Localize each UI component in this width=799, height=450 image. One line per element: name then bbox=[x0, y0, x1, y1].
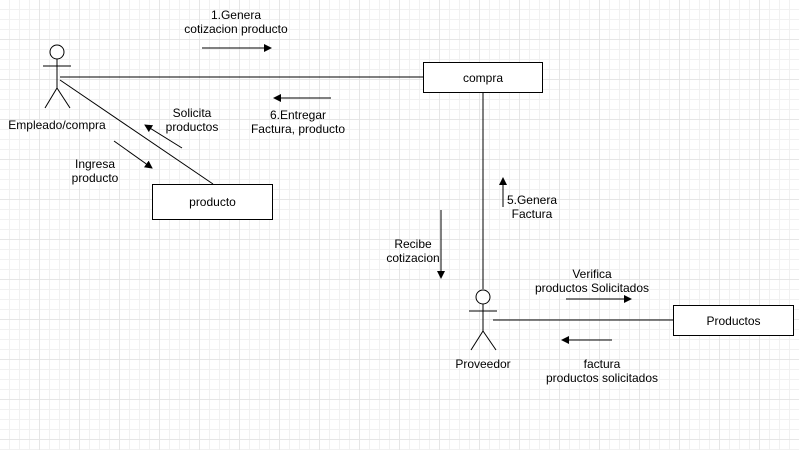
message-line-2: cotizacion producto bbox=[184, 22, 288, 36]
arrow-solicita-productos bbox=[144, 124, 183, 149]
productos-box[interactable]: Productos bbox=[673, 305, 794, 336]
message-line-1: Solicita bbox=[172, 106, 212, 120]
message-entregar-factura: 6.Entregar Factura, producto bbox=[238, 108, 358, 136]
message-solicita-productos: Solicita productos bbox=[152, 106, 232, 134]
message-line-2: producto bbox=[71, 171, 119, 185]
actor-proveedor-figure bbox=[469, 289, 497, 351]
actor-empleado-figure bbox=[43, 44, 71, 109]
message-line-1: Ingresa bbox=[74, 157, 116, 171]
message-line-1: 5.Genera bbox=[506, 193, 558, 207]
message-line-2: Factura bbox=[511, 207, 553, 221]
message-line-1: 6.Entregar bbox=[269, 108, 327, 122]
link-empleado-producto bbox=[59, 79, 214, 185]
compra-box[interactable]: compra bbox=[423, 62, 543, 93]
producto-box[interactable]: producto bbox=[152, 184, 273, 220]
message-factura-productos: factura productos solicitados bbox=[537, 357, 667, 385]
message-genera-factura: 5.Genera Factura bbox=[500, 193, 564, 221]
message-line-2: productos bbox=[165, 120, 219, 134]
message-verifica-productos: Verifica productos Solicitados bbox=[527, 267, 657, 295]
message-line-1: factura bbox=[583, 357, 621, 371]
actor-proveedor-label: Proveedor bbox=[455, 357, 511, 371]
message-genera-cotizacion: 1.Genera cotizacion producto bbox=[176, 8, 296, 36]
message-recibe-cotizacion: Recibe cotizacion bbox=[373, 237, 453, 265]
actor-empleado-label: Empleado/compra bbox=[8, 118, 106, 132]
message-line-2: Factura, producto bbox=[250, 122, 346, 136]
message-line-2: productos Solicitados bbox=[534, 281, 650, 295]
message-line-2: cotizacion bbox=[386, 251, 440, 265]
message-line-1: Recibe bbox=[394, 237, 432, 251]
message-line-2: productos solicitados bbox=[545, 371, 659, 385]
message-line-1: 1.Genera bbox=[210, 8, 262, 22]
message-line-1: Verifica bbox=[572, 267, 612, 281]
message-ingresa-producto: Ingresa producto bbox=[55, 157, 135, 185]
arrow-ingresa-producto bbox=[113, 140, 153, 169]
